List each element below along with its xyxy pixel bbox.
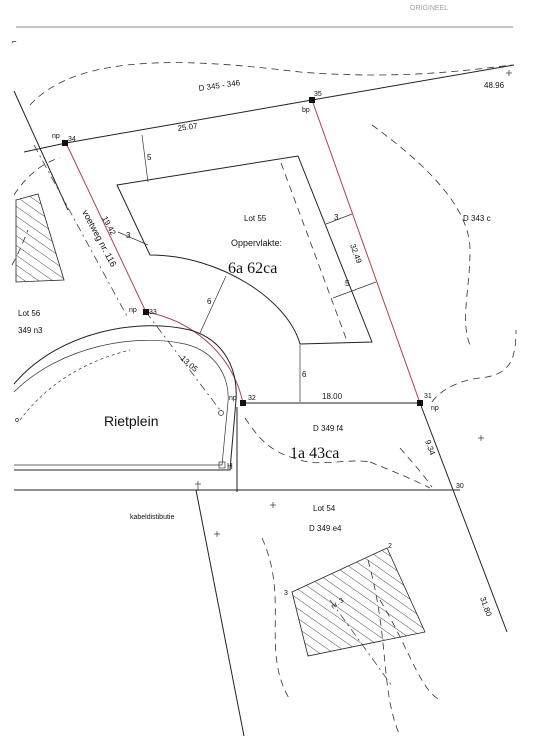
dim-32-49: 32.49 xyxy=(348,243,363,265)
parcel-d349f4: D 349 f4 xyxy=(313,424,344,433)
building-dash-line xyxy=(280,162,348,342)
grid-crosses xyxy=(195,70,512,537)
lot54-building xyxy=(291,547,426,657)
point-3-label: 3 xyxy=(284,590,288,597)
parcel-349n3: 349 n3 xyxy=(18,326,43,335)
kabel-label: kabeldistibutie xyxy=(130,514,174,521)
dim-3-right: 3 xyxy=(334,213,339,222)
voetweg-label: voetweg nr. 116 xyxy=(80,208,118,268)
parcel-d349e4: D 349 e4 xyxy=(309,524,342,533)
lot55-label: Lot 55 xyxy=(244,214,267,223)
point-31-label: 31 xyxy=(424,393,432,400)
point-33-np: np xyxy=(129,307,137,314)
lot54-label: Lot 54 xyxy=(313,504,336,513)
dim-6-arc: 6 xyxy=(207,297,212,306)
point-34-marker xyxy=(62,140,68,146)
dim-5-right: 5 xyxy=(345,279,350,288)
point-32-np: np xyxy=(229,395,237,402)
lot56-building xyxy=(15,193,65,283)
dim-13-05: 13.05 xyxy=(179,354,200,374)
point-35-bp: bp xyxy=(302,107,310,114)
rietplein-roundabout xyxy=(13,325,237,471)
point-30-label: 30 xyxy=(456,483,464,490)
corner-mark: ⌐ xyxy=(12,37,17,46)
survey-points xyxy=(62,97,423,406)
point-35-label: 35 xyxy=(314,91,322,98)
dim-48-96: 48.96 xyxy=(484,81,505,90)
lot55-area-label: Oppervlakte: xyxy=(231,238,282,248)
lot55-area: 6a 62ca xyxy=(228,260,277,277)
building-zone xyxy=(116,155,373,345)
point-34-np: np xyxy=(52,133,60,140)
point-32-marker xyxy=(240,400,246,406)
lot55-boundary xyxy=(65,99,421,404)
point-31-marker xyxy=(417,400,423,406)
point-35-marker xyxy=(309,97,315,103)
point-34-label: 34 xyxy=(68,136,76,143)
dim-5-top: 5 xyxy=(147,153,152,162)
parcel-d345-346: D 345 - 346 xyxy=(198,78,241,93)
dim-25-07: 25.07 xyxy=(177,121,199,133)
point-33-label: 33 xyxy=(149,309,157,316)
lot-area-2: 1a 43ca xyxy=(290,445,339,462)
rietplein-label: Rietplein xyxy=(104,413,158,429)
parcel-lines xyxy=(13,64,515,736)
lot56-label: Lot 56 xyxy=(18,309,41,318)
parcel-d343c: D 343 c xyxy=(463,214,491,223)
dim-18-00: 18.00 xyxy=(322,392,343,401)
h-marker-label: H xyxy=(227,462,233,471)
footpath-line-2 xyxy=(145,311,221,411)
footpath-line xyxy=(33,144,129,319)
dim-6-mid: 6 xyxy=(302,370,307,379)
contour-lines xyxy=(11,62,517,736)
point-33-marker xyxy=(143,309,149,315)
dim-31-80: 31.80 xyxy=(478,596,493,618)
dim-3-left: 3 xyxy=(126,231,131,240)
point-32-label: 32 xyxy=(248,395,256,402)
point-2-label: 2 xyxy=(388,543,392,550)
point-31-np: np xyxy=(431,405,439,412)
dimension-lines xyxy=(117,134,377,402)
header-stamp: ORIGINEEL xyxy=(410,5,448,12)
